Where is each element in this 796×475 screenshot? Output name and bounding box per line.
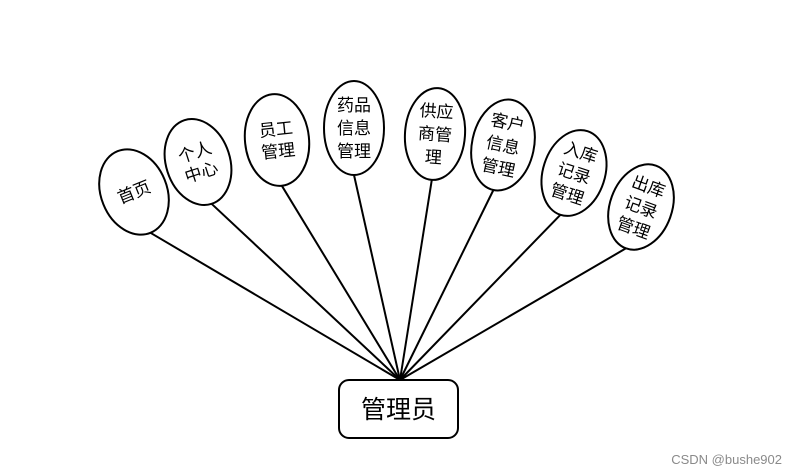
root-box — [338, 379, 459, 439]
connector-line-customer-info-management — [399, 189, 495, 381]
node-label-supplier-management-line-1: 供应 — [419, 101, 454, 123]
node-ellipse-outbound-record-management — [607, 163, 675, 251]
node-label-supplier-management-line-3: 理 — [424, 147, 442, 168]
node-label-drug-info-management-line-1: 药品 — [337, 96, 371, 116]
node-label-drug-info-management-line-3: 管理 — [337, 142, 371, 162]
node-ellipse-staff-management — [243, 93, 311, 187]
node-ellipse-customer-info-management — [470, 98, 536, 192]
watermark-text: CSDN @bushe902 — [671, 452, 782, 467]
connector-lines — [149, 174, 627, 381]
connector-line-supplier-management — [399, 179, 433, 381]
connector-line-personal-center — [210, 203, 401, 381]
connector-line-drug-info-management — [353, 174, 401, 381]
connector-line-staff-management — [280, 185, 401, 381]
node-label-supplier-management-line-2: 商管 — [417, 124, 452, 146]
node-ellipse-drug-info-management — [323, 80, 385, 176]
connector-line-outbound-record-management — [399, 247, 627, 381]
node-label-drug-info-management-line-2: 信息 — [337, 119, 371, 139]
node-ellipse-inbound-record-management — [540, 129, 608, 217]
node-ellipse-supplier-management — [403, 87, 467, 181]
root-label: 管理员 — [361, 395, 436, 424]
node-home: 首页 — [98, 148, 170, 236]
root-node: 管理员 — [338, 379, 459, 439]
connector-line-inbound-record-management — [399, 214, 562, 381]
node-ellipse-personal-center — [163, 118, 233, 206]
connector-line-home — [149, 231, 401, 381]
node-label-staff-management-line-1: 员工 — [258, 118, 294, 141]
node-ellipse-home — [98, 148, 170, 236]
node-label-staff-management-line-2: 管理 — [260, 140, 296, 163]
